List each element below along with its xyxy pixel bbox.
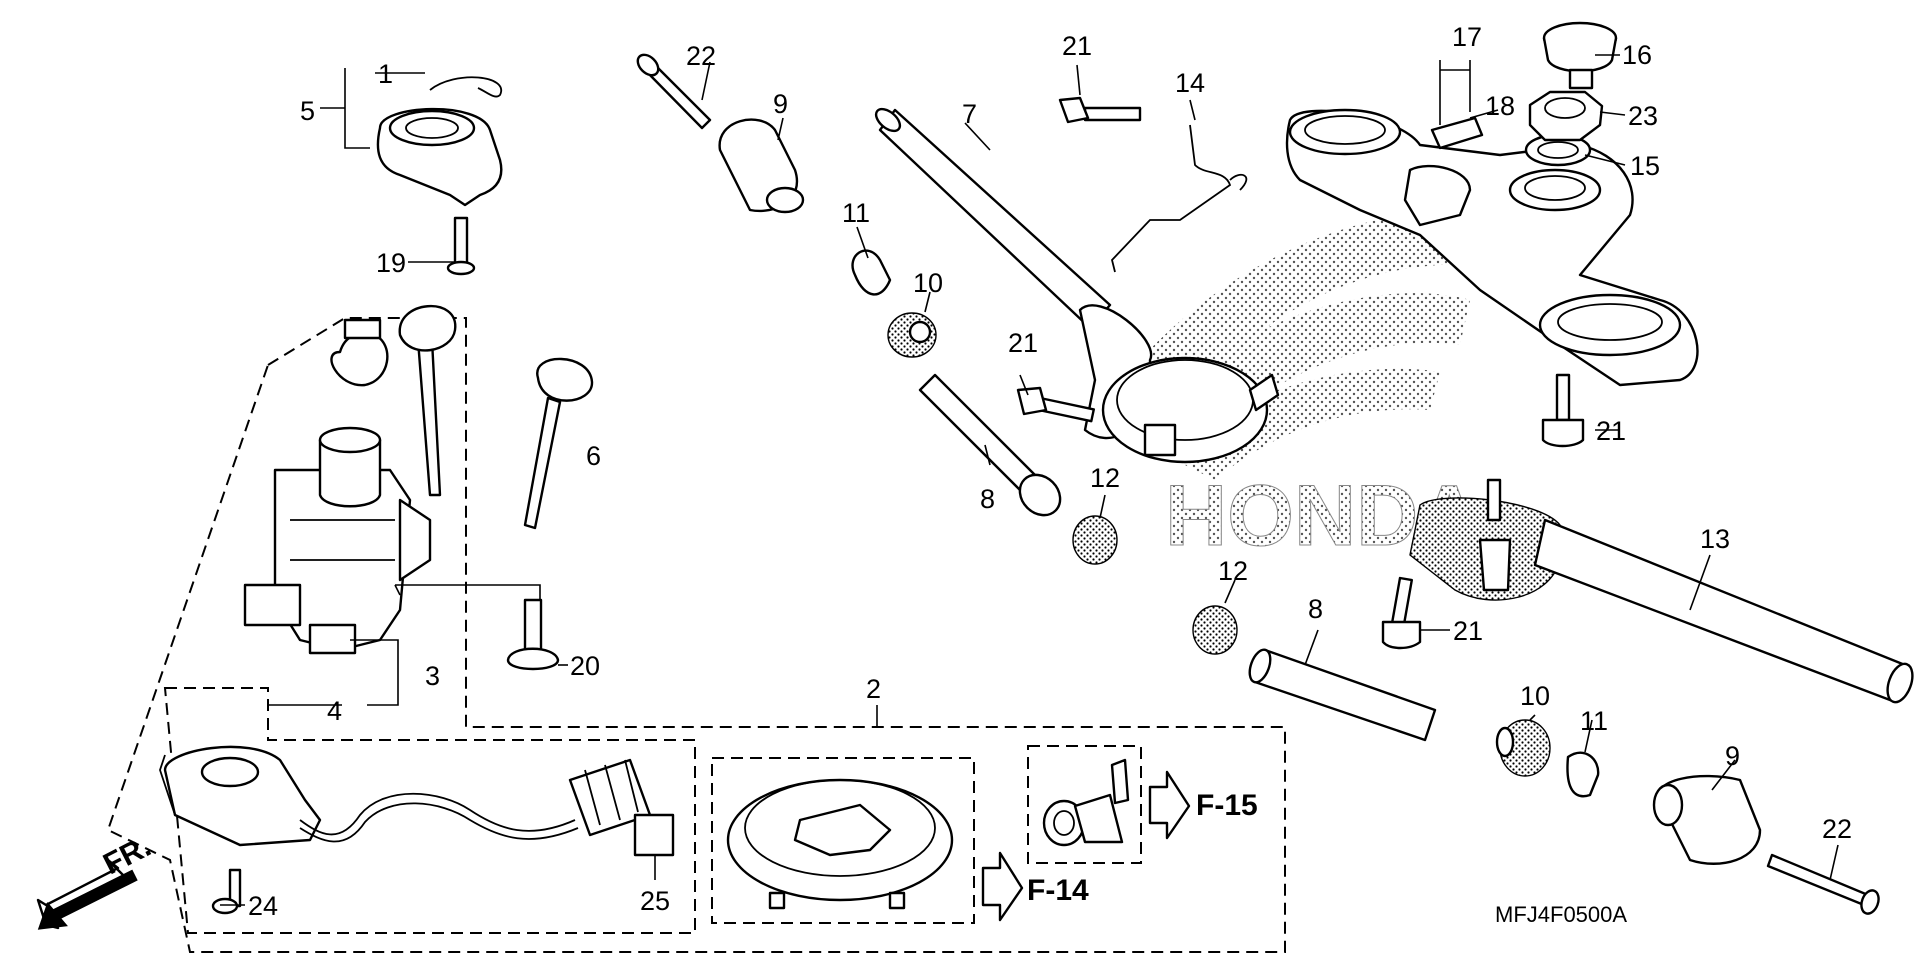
callout-11-left: 11 [842, 198, 870, 228]
clip-11-left-part [851, 249, 892, 296]
bolt-21-bridge-part [1541, 373, 1585, 448]
shaft-8-left-part [918, 373, 1062, 517]
callout-21-top: 21 [1062, 31, 1092, 61]
kit-outline-fuel-cap [711, 757, 975, 924]
callout-8-right: 8 [1308, 594, 1323, 624]
screw-24-part [211, 868, 242, 915]
callout-4: 4 [327, 696, 342, 726]
ref-arrow-f15: F-15 [1148, 770, 1258, 840]
callout-16: 16 [1622, 40, 1652, 70]
callout-17: 17 [1452, 22, 1482, 52]
callout-22-left: 22 [686, 41, 716, 71]
bolt-22-right-part [1766, 853, 1880, 915]
callout-8-left: 8 [980, 484, 995, 514]
callout-9-left: 9 [773, 89, 788, 119]
ref-f15-label: F-15 [1196, 789, 1258, 822]
bar-end-weight-left-part [718, 118, 805, 214]
kit-outline-seat-lock [1027, 745, 1142, 864]
callout-12-left: 12 [1090, 463, 1120, 493]
callout-21-right: 21 [1453, 616, 1483, 646]
ref-arrow-f14: F-14 [981, 851, 1089, 922]
spare-key-part [523, 357, 594, 530]
callout-2: 2 [866, 674, 881, 704]
plate-18-part [1430, 116, 1484, 150]
top-bridge-part [1285, 108, 1699, 387]
callout-13: 13 [1700, 524, 1730, 554]
bolt-21-right-part [1381, 576, 1422, 650]
clip-11-right-part [1566, 751, 1600, 798]
callout-23: 23 [1628, 101, 1658, 131]
callout-25: 25 [640, 886, 670, 916]
fuel-cap-part [726, 778, 954, 910]
collar-10-right-part [1495, 719, 1551, 777]
bolt-21-mid-part [1016, 386, 1095, 423]
cap-16-part [1542, 21, 1618, 90]
callout-9-right: 9 [1725, 741, 1740, 771]
collar-10-left-part [887, 312, 937, 358]
callout-18: 18 [1485, 91, 1515, 121]
callout-numbers: 1 2 3 4 5 6 7 8 8 9 9 10 10 11 11 12 12 … [248, 22, 1852, 921]
diagram-code: MFJ4F0500A [1495, 902, 1627, 927]
bolt-20-part [506, 598, 560, 671]
ref-f14-label: F-14 [1027, 874, 1089, 907]
callout-21-bridge: 21 [1596, 416, 1626, 446]
screw-19-part [446, 216, 476, 276]
wire-bracket-14-part [1111, 124, 1248, 273]
seat-lock-cylinder-part [1042, 758, 1130, 847]
ignition-cover-part [376, 107, 503, 207]
kit-outline-4 [163, 687, 696, 934]
spacer-12-left-part [1072, 515, 1118, 565]
bolt-21-top-part [1058, 96, 1142, 124]
callout-1: 1 [378, 59, 393, 89]
bar-end-weight-right-part [1652, 774, 1762, 865]
connector-25-part [633, 813, 675, 857]
callout-7: 7 [962, 99, 977, 129]
callout-15: 15 [1630, 151, 1660, 181]
ignition-switch-part [243, 426, 432, 655]
ignition-sensor-harness-part [159, 745, 652, 847]
washer-15-part [1524, 133, 1592, 167]
callout-3: 3 [425, 661, 440, 691]
callout-5: 5 [300, 96, 315, 126]
leader-lines [220, 54, 1839, 906]
callout-20: 20 [570, 651, 600, 681]
callout-10-left: 10 [913, 268, 943, 298]
right-handle-pipe-part [1533, 518, 1914, 704]
callout-22-right: 22 [1822, 814, 1852, 844]
callout-11-right: 11 [1580, 706, 1608, 736]
ignition-keys-part [330, 305, 457, 497]
spacer-12-right-part [1192, 605, 1238, 655]
bolt-22-left-part [636, 53, 712, 130]
callout-19: 19 [376, 248, 406, 278]
callout-10-right: 10 [1520, 681, 1550, 711]
callout-6: 6 [586, 441, 601, 471]
circlip-part [429, 76, 503, 98]
left-clamp-ring-part [1101, 356, 1280, 464]
nut-23-part [1528, 90, 1604, 142]
front-direction-marker: FR. [36, 830, 156, 930]
callout-24: 24 [248, 891, 278, 921]
callout-12-right: 12 [1218, 556, 1248, 586]
shaft-8-right-part [1248, 648, 1437, 742]
callout-14: 14 [1175, 68, 1205, 98]
assembly-outlines [106, 317, 1286, 953]
callout-21-mid: 21 [1008, 328, 1038, 358]
